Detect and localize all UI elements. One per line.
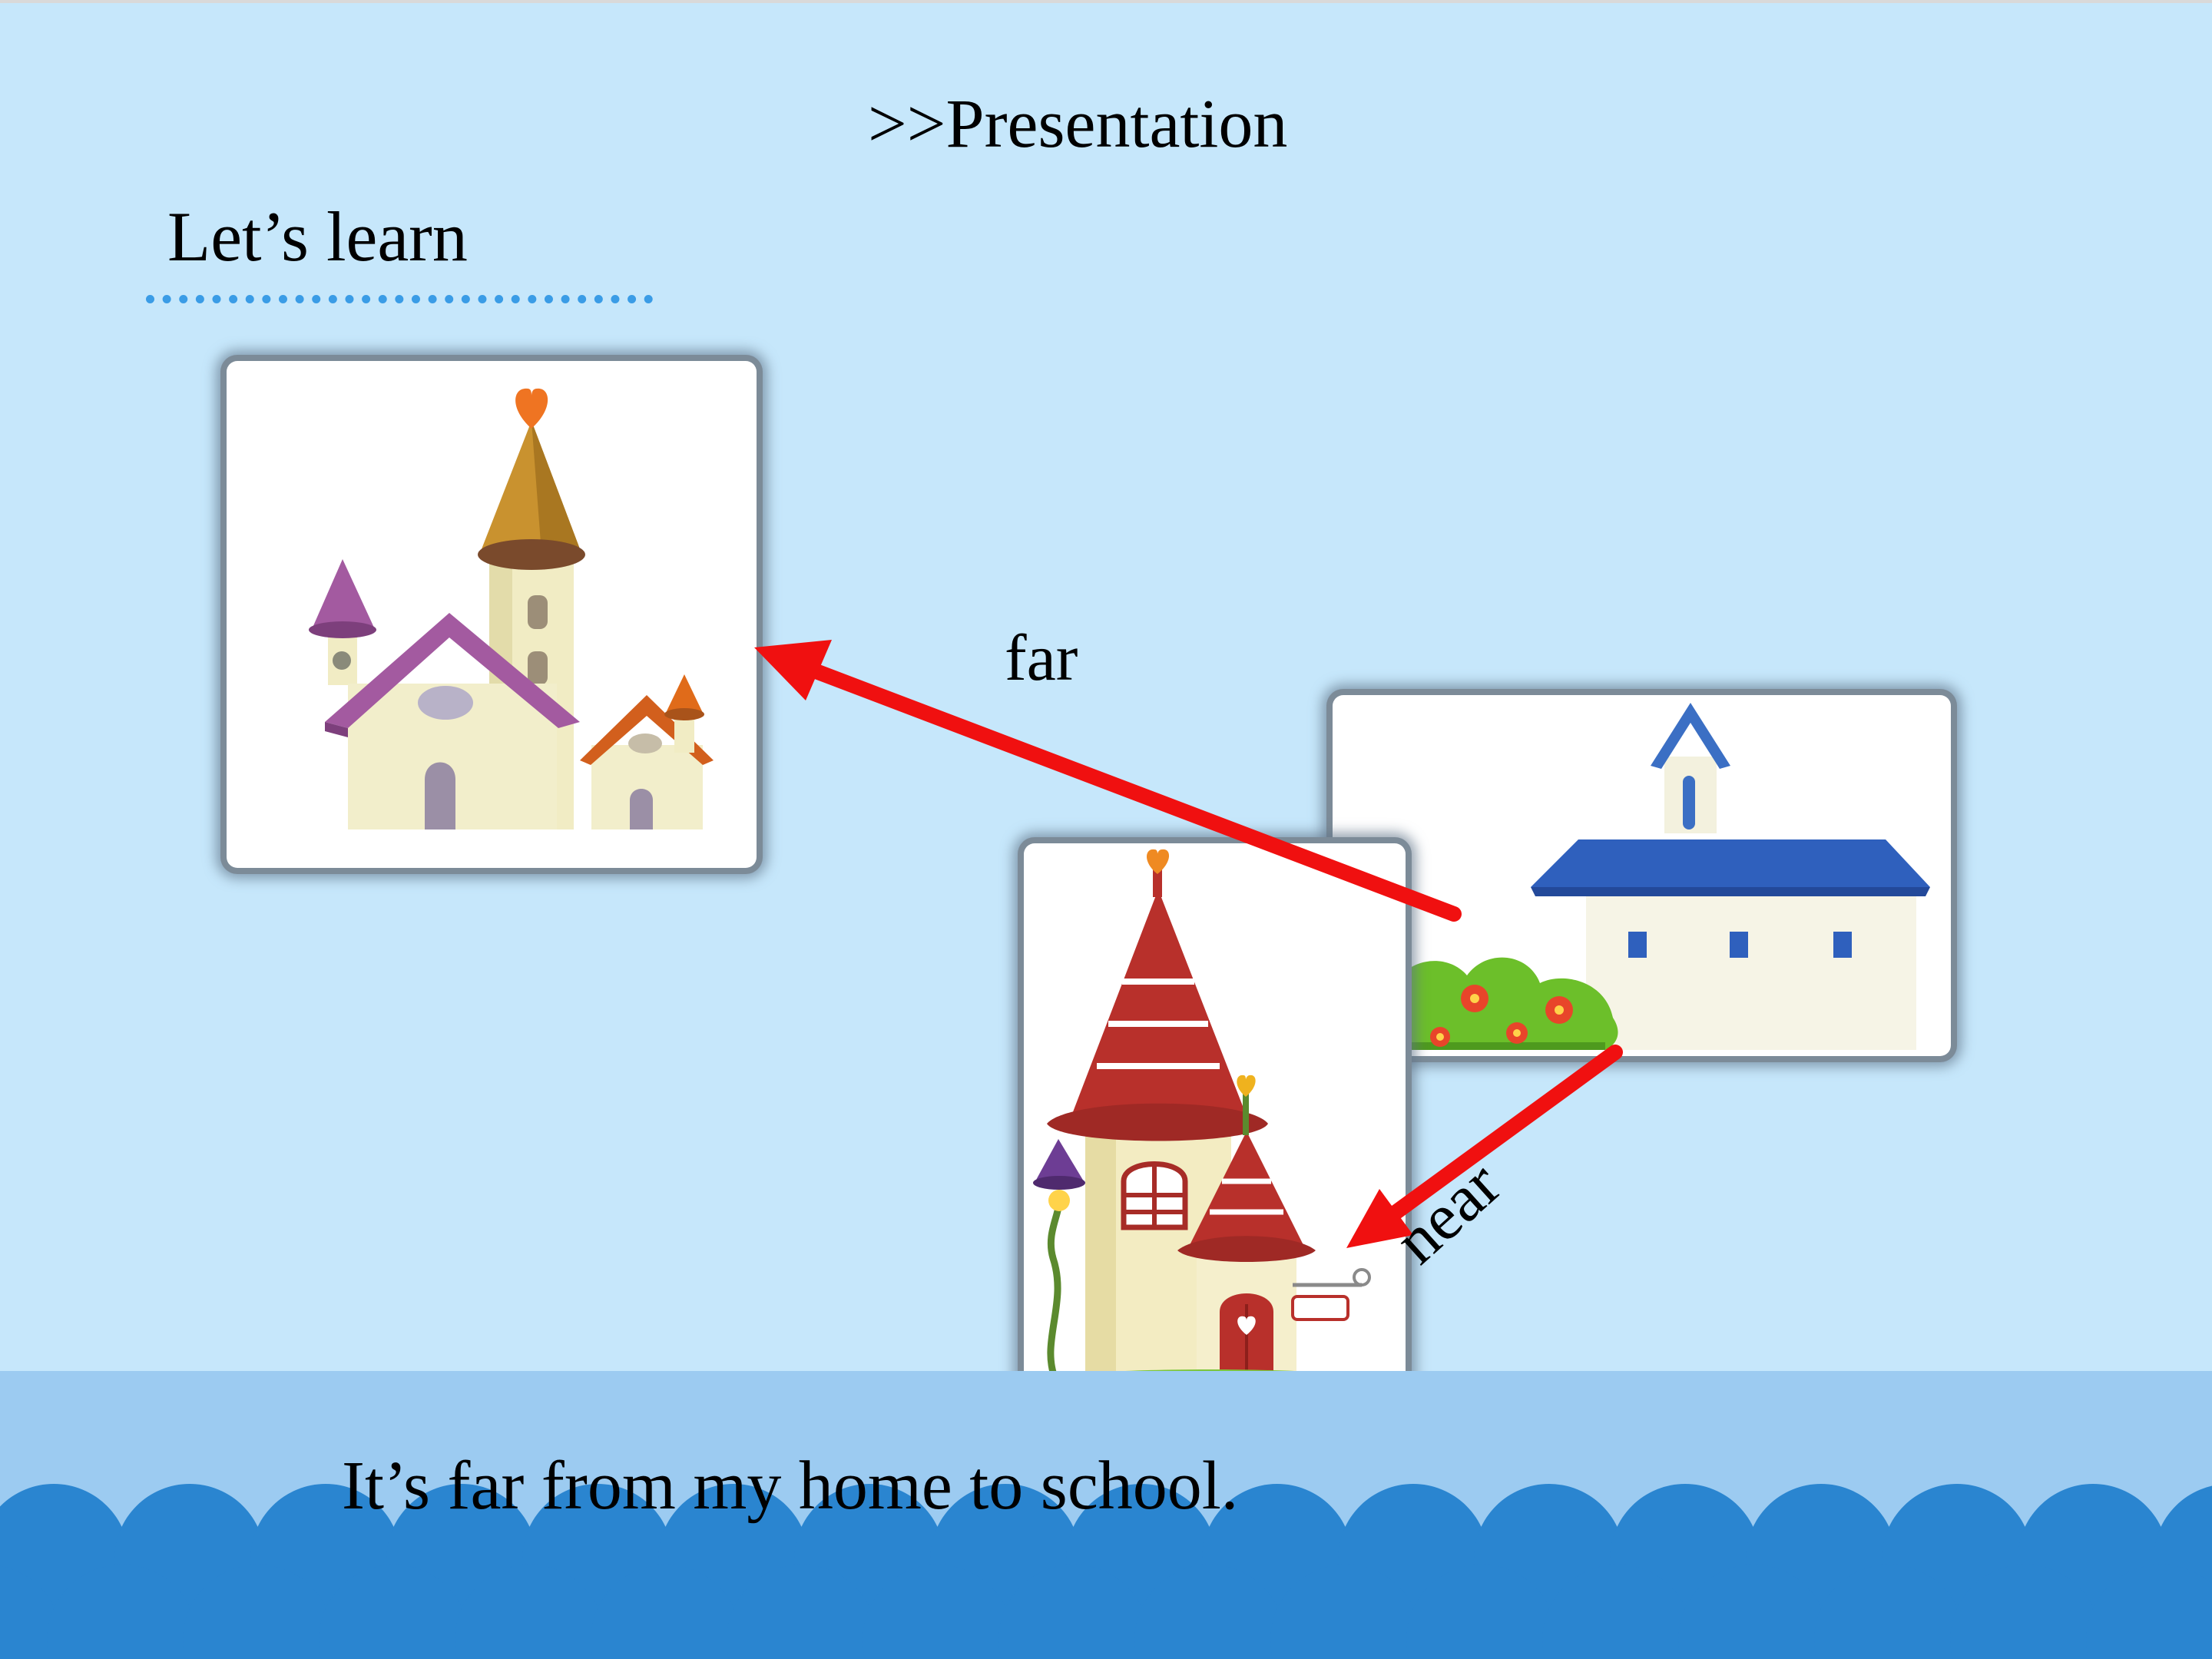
wave-decoration	[0, 1484, 2212, 1659]
wave-scallop	[1134, 1565, 1285, 1659]
castle-picture	[227, 361, 757, 868]
example-sentence: It’s far from my home to school.	[342, 1448, 1239, 1524]
wave-scallop	[183, 1565, 333, 1659]
wave-scallop	[1950, 1565, 2101, 1659]
wave-scallop	[1270, 1565, 1421, 1659]
section-label: >>Presentation	[868, 86, 1288, 162]
wave-scallop	[998, 1565, 1149, 1659]
far-arrow-head	[754, 640, 832, 700]
label-far: far	[1005, 621, 1078, 694]
school-picture	[1333, 695, 1951, 1056]
wave-scallop	[47, 1565, 197, 1659]
near-arrow-head	[1346, 1189, 1413, 1248]
wave-scallop	[0, 1565, 61, 1659]
top-border	[0, 0, 2212, 3]
near-arrow	[1346, 1045, 1623, 1248]
wave-scallop	[1814, 1565, 1965, 1659]
wave-scallop	[863, 1565, 1013, 1659]
wave-scallop	[319, 1565, 469, 1659]
wave-scallop	[2086, 1565, 2212, 1659]
castle-illustration	[309, 388, 714, 830]
school-illustration	[1344, 703, 1930, 1050]
wave-scallop	[591, 1565, 741, 1659]
lesson-title: Let’s learn	[167, 197, 468, 276]
title-underline	[146, 295, 653, 303]
wave-scallop	[1542, 1565, 1693, 1659]
wave-scallop	[1406, 1565, 1557, 1659]
wave-scallop	[727, 1565, 877, 1659]
wave-scallop	[455, 1565, 605, 1659]
wave-scallop	[1678, 1565, 1829, 1659]
far-arrow	[754, 640, 1462, 922]
